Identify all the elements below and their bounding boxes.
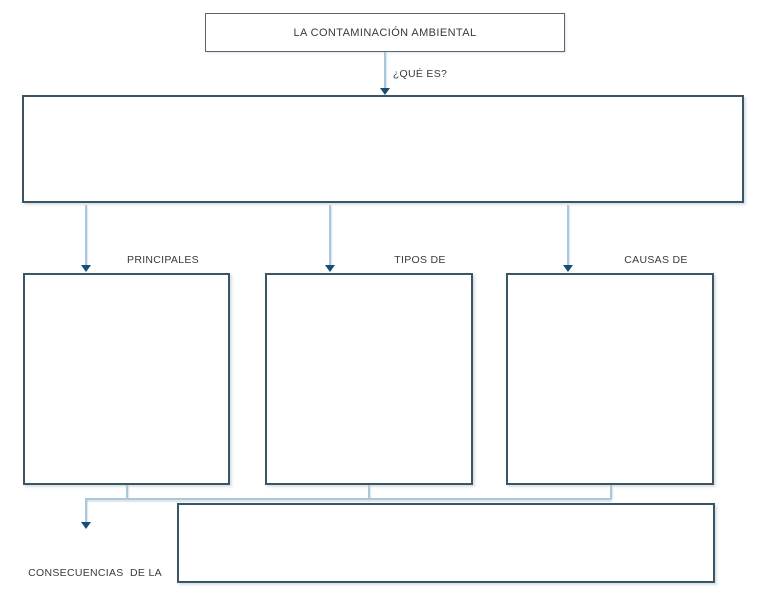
trunk-stub-tipos [368, 485, 370, 499]
title-box-label: LA CONTAMINACIÓN AMBIENTAL [293, 26, 477, 39]
branch-connector-line-tipos [329, 205, 331, 266]
question-label: ¿QUÉ ES? [392, 68, 448, 80]
down-arrowhead-icon [81, 265, 91, 272]
consequences-label: CONSECUENCIAS DE LA COMTAMINACIÓN AMBIEN… [28, 567, 162, 579]
down-arrowhead-icon [380, 88, 390, 95]
branch-connector-line-fuentes [85, 205, 87, 266]
branch-box-causas[interactable] [506, 273, 714, 485]
consequences-box[interactable] [177, 503, 715, 583]
branch-connector-line-causas [567, 205, 569, 266]
definition-box[interactable] [22, 95, 744, 203]
branch-box-tipos[interactable] [265, 273, 473, 485]
down-arrowhead-icon [563, 265, 573, 272]
down-arrowhead-icon [325, 265, 335, 272]
trunk-line [85, 498, 611, 500]
trunk-stub-causas [610, 485, 612, 499]
down-arrowhead-icon [81, 522, 91, 529]
title-box: LA CONTAMINACIÓN AMBIENTAL [205, 13, 565, 52]
trunk-stub-fuentes [126, 485, 128, 499]
consequences-connector-line [85, 498, 87, 523]
branch-box-fuentes[interactable] [23, 273, 230, 485]
que-es-connector-line [384, 52, 386, 89]
